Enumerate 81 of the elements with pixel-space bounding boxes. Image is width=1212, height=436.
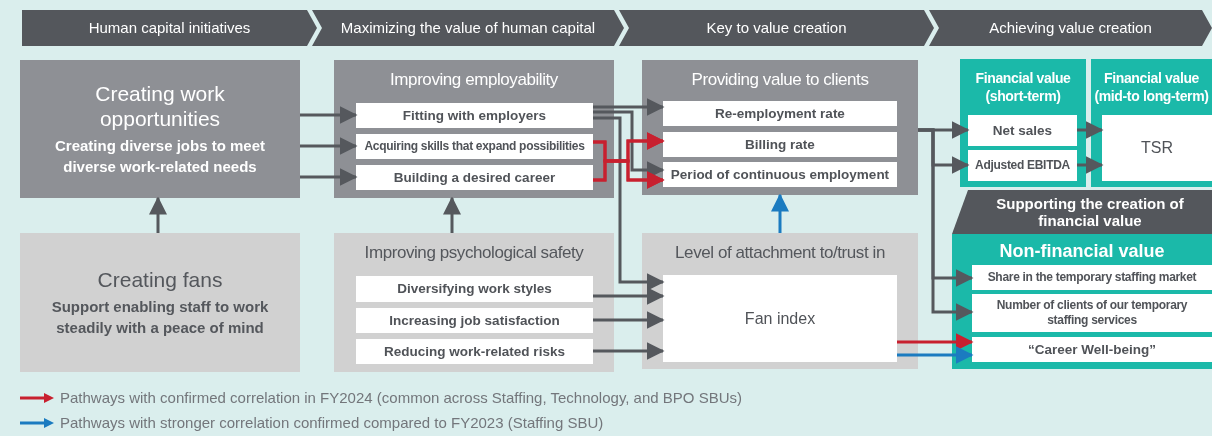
node-title: Re-employment rate (714, 105, 846, 122)
node-title: Financial value (short-term) (974, 69, 1072, 105)
item-box (968, 150, 1077, 181)
item-box (663, 132, 897, 157)
group-panel (642, 60, 918, 195)
node-title: Financial value (mid-to long-term) (1093, 69, 1210, 105)
item-box (972, 265, 1212, 290)
node-title: Improving psychological safety (363, 243, 585, 263)
node-title: Level of attachment to/trust in (674, 243, 886, 263)
item-box (356, 276, 593, 302)
node-title: Creating fans (97, 267, 223, 292)
node-title: Supporting the creation of financial value (995, 195, 1185, 229)
item-box (356, 308, 593, 333)
arrow (300, 106, 358, 124)
item-box (663, 101, 897, 126)
node-title: Period of continuous employment (669, 166, 891, 183)
initiative-box (20, 233, 300, 372)
item-box (356, 134, 593, 159)
node-title: Number of clients of our temporary staffing services (995, 298, 1189, 328)
initiative-box (20, 60, 300, 198)
node-title: Creating work opportunities (94, 81, 226, 131)
node-title: Billing rate (744, 136, 816, 153)
node-title: Acquiring skills that expand possibilities (363, 139, 586, 154)
arrow (593, 287, 665, 305)
arrow (300, 137, 358, 155)
node-title: Human capital initiatives (88, 17, 251, 38)
arrow (593, 311, 665, 329)
arrow (300, 168, 358, 186)
node-title: Adjusted EBITDA (974, 158, 1071, 173)
node-title: Non-financial value (998, 240, 1166, 262)
node-title: Fitting with employers (401, 107, 548, 124)
arrow (918, 128, 974, 321)
item-box (1102, 115, 1212, 181)
node-title: Increasing job satisfaction (388, 312, 561, 329)
arrow (593, 116, 665, 291)
node-title: Maximizing the value of human capital (340, 17, 596, 38)
heading-band (952, 190, 1212, 234)
node-title: “Career Well-being” (1026, 341, 1157, 358)
node-description: Creating diverse jobs to meet diverse work-related needs (53, 136, 267, 177)
stage-header-band (312, 10, 624, 46)
arrow (897, 333, 974, 351)
node-title: Diversifying work styles (396, 281, 553, 297)
node-title: Share in the temporary staffing market (986, 270, 1198, 285)
value-panel (952, 234, 1212, 369)
arrow (771, 193, 789, 233)
node-title: Achieving value creation (989, 17, 1152, 38)
arrow (1077, 156, 1104, 174)
item-box (663, 275, 897, 362)
item-box (972, 337, 1212, 362)
node-title: Providing value to clients (690, 70, 870, 90)
node-title: Key to value creation (706, 17, 847, 38)
arrow (593, 98, 665, 116)
group-panel (642, 233, 918, 369)
item-box (356, 339, 593, 364)
stage-header-band (929, 10, 1212, 46)
value-panel (960, 59, 1086, 187)
arrow (1077, 121, 1104, 139)
stage-header-band (22, 10, 317, 46)
node-title: Net sales (991, 122, 1054, 139)
node-title: Reducing work-related risks (383, 343, 566, 360)
node-title: Fan index (744, 308, 816, 329)
node-title: Improving employability (389, 70, 559, 90)
arrow (149, 196, 167, 233)
item-box (356, 165, 593, 190)
arrow (593, 342, 665, 360)
group-panel (334, 60, 614, 198)
legend-text: Pathways with stronger correlation confirmed compared to FY2023 (Staffing SBU) (60, 413, 604, 433)
stage-header-band (619, 10, 934, 46)
node-title: TSR (1141, 138, 1173, 158)
value-panel (1091, 59, 1212, 187)
item-box (968, 115, 1077, 146)
arrow (593, 159, 665, 189)
group-panel (334, 233, 614, 372)
arrow (897, 346, 974, 364)
legend-text: Pathways with confirmed correlation in FY2024 (common across Staffing, Technology, and BPO SBUs) (60, 388, 742, 408)
arrow (443, 196, 461, 233)
item-box (663, 162, 897, 187)
node-title: Building a desired career (392, 169, 557, 186)
node-description: Support enabling staff to work steadily with a peace of mind (50, 297, 270, 338)
item-box (356, 103, 593, 128)
item-box (972, 294, 1212, 332)
